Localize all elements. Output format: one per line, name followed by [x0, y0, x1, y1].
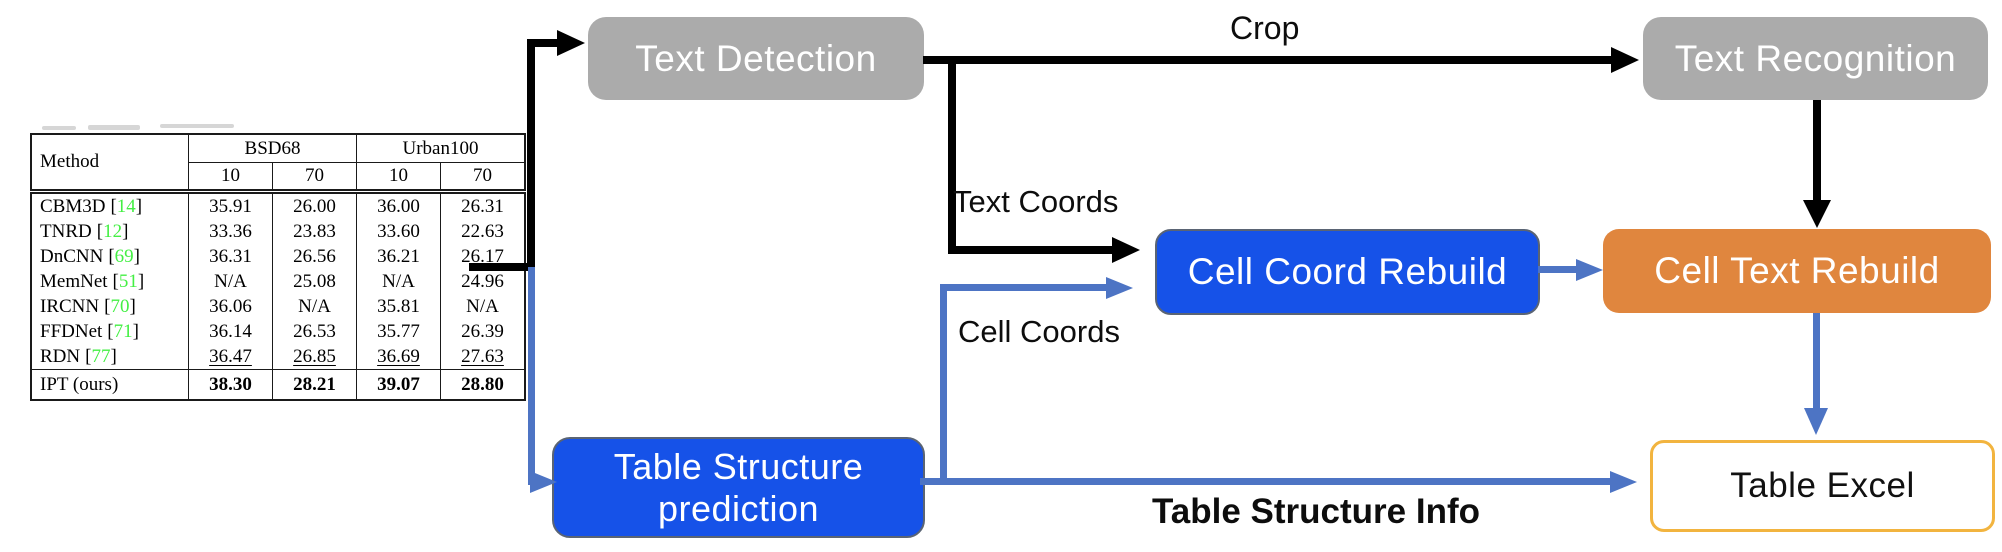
node-cell-text-rebuild: Cell Text Rebuild: [1603, 229, 1991, 313]
results-table: Method BSD68 Urban100 10 70 10 70 CBM3D[…: [30, 133, 526, 401]
node-text-recognition: Text Recognition: [1643, 17, 1988, 100]
results-table-header: Method BSD68 Urban100 10 70 10 70: [31, 134, 525, 192]
edge-label-crop: Crop: [1230, 10, 1300, 46]
arrowhead-structure-prediction: [530, 471, 557, 493]
col-sub: 70: [440, 162, 525, 192]
arrowhead-cell-coord-rebuild-bottom: [1106, 277, 1133, 299]
edge-text-coords: [948, 56, 956, 254]
citation: 77: [91, 345, 111, 367]
arrowhead-cell-text-rebuild-top: [1803, 200, 1831, 228]
node-text-detection: Text Detection: [588, 17, 924, 100]
edge-table-output: [469, 263, 535, 271]
table-row: RDN[77] 36.47 26.85 36.69 27.63: [31, 344, 525, 370]
edge-to-text-detection: [527, 39, 535, 271]
edge-label-text-coords: Text Coords: [953, 184, 1119, 219]
arrowhead-table-excel-top: [1804, 408, 1828, 435]
node-cell-coord-rebuild: Cell Coord Rebuild: [1155, 229, 1540, 315]
table-row: CBM3D[14] 35.91 26.00 36.00 26.31: [31, 189, 525, 219]
node-table-excel: Table Excel: [1650, 440, 1995, 532]
table-row-ours: IPT (ours) 38.30 28.21 39.07 28.80: [31, 369, 525, 400]
citation: 51: [118, 270, 138, 292]
edge-text-coords: [948, 246, 1112, 254]
table-row: TNRD[12] 33.36 23.83 33.60 22.63: [31, 219, 525, 244]
edge-table-structure-info: [920, 478, 1610, 485]
edge-recognition-to-rebuild: [1813, 100, 1821, 202]
edge-to-structure-prediction: [528, 267, 535, 485]
cropped-text-artifact: [88, 125, 140, 130]
arrowhead-table-excel-left: [1610, 471, 1637, 493]
arrowhead-cell-text-rebuild-left: [1576, 259, 1603, 281]
col-header-method: Method: [40, 151, 100, 172]
col-group-bsd68: BSD68: [188, 134, 357, 163]
cropped-text-artifact: [42, 126, 76, 130]
edge-rebuild-to-excel: [1813, 313, 1820, 410]
arrowhead-text-detection: [557, 30, 585, 56]
citation: 69: [114, 245, 134, 267]
edge-crop: [923, 56, 1611, 64]
arrowhead-text-recognition: [1611, 47, 1639, 73]
col-group-urban100: Urban100: [356, 134, 525, 163]
edge-cell-coords: [940, 284, 1106, 291]
citation: 14: [116, 195, 136, 217]
col-sub: 10: [188, 162, 273, 192]
cropped-text-artifact: [160, 124, 234, 128]
edge-label-cell-coords: Cell Coords: [958, 314, 1120, 349]
edge-label-table-structure-info: Table Structure Info: [1152, 492, 1480, 531]
edge-to-text-detection: [527, 39, 559, 47]
citation: 70: [110, 295, 130, 317]
arrowhead-cell-coord-rebuild-top: [1112, 237, 1140, 263]
col-sub: 70: [272, 162, 357, 192]
table-row: IRCNN[70] 36.06 N/A 35.81 N/A: [31, 294, 525, 319]
citation: 12: [103, 220, 123, 242]
table-row: FFDNet[71] 36.14 26.53 35.77 26.39: [31, 319, 525, 344]
citation: 71: [113, 320, 133, 342]
edge-coord-to-text-rebuild: [1538, 266, 1578, 273]
table-row: MemNet[51] N/A 25.08 N/A 24.96: [31, 269, 525, 294]
edge-cell-coords: [940, 287, 947, 482]
node-table-structure-prediction: Table Structure prediction: [552, 437, 925, 538]
table-row: DnCNN[69] 36.31 26.56 36.21 26.17: [31, 244, 525, 269]
col-sub: 10: [356, 162, 441, 192]
